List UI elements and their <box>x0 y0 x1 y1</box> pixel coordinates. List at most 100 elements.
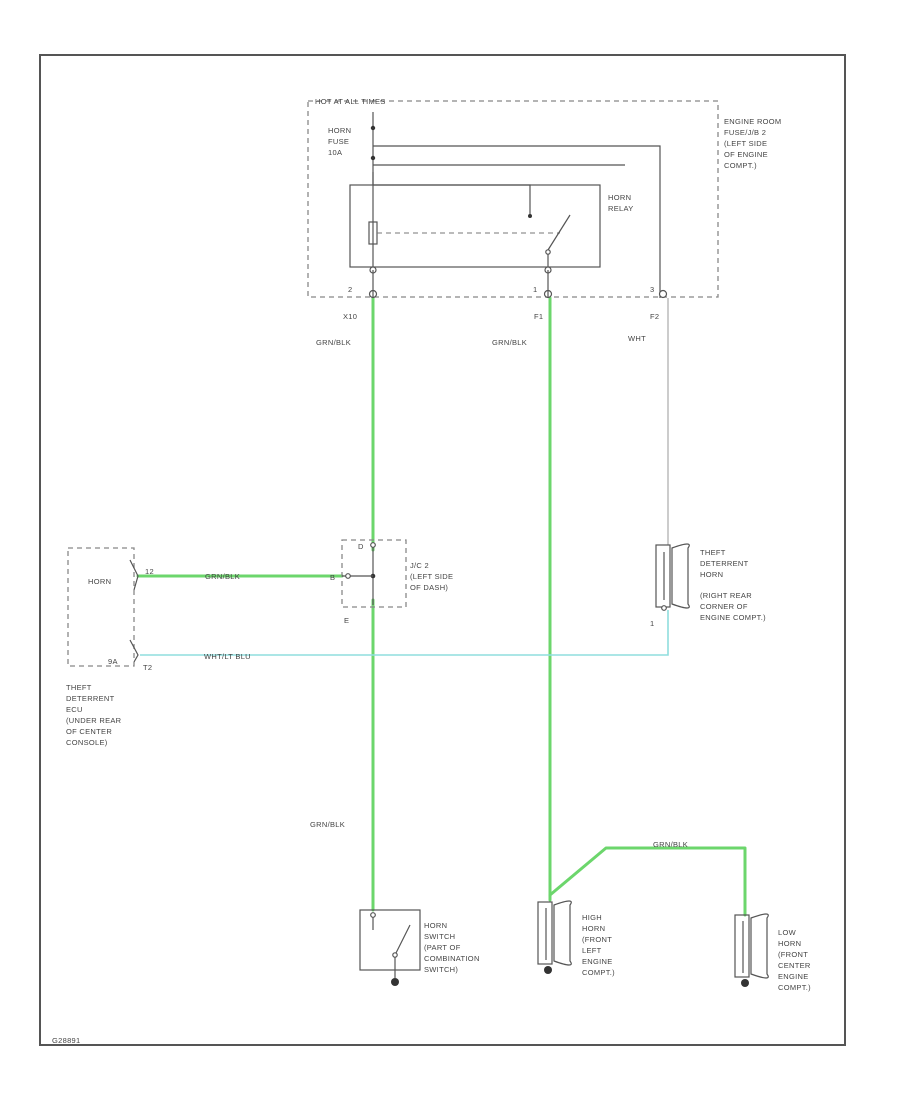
jc-pin-bottom-label: E <box>344 616 349 625</box>
low-horn-label-line: HORN <box>778 939 801 948</box>
theft-horn-pin <box>661 605 667 611</box>
wires <box>136 296 747 917</box>
wire-label-w2: GRN/BLK <box>492 338 527 347</box>
relay-label-line: HORN <box>608 193 631 202</box>
fuse-box-location-line: ENGINE ROOM <box>724 117 781 126</box>
wire-label-w7: GRN/BLK <box>653 840 688 849</box>
wire-label-w5: WHT/LT BLU <box>204 652 251 661</box>
high-horn-label-line: ENGINE <box>582 957 613 966</box>
fuse-box-location-line: FUSE/J/B 2 <box>724 128 766 137</box>
high-horn-label-line: (FRONT <box>582 935 612 944</box>
terminal-f1: F1 <box>534 312 543 321</box>
theft-horn-body <box>655 544 671 608</box>
low-horn-label-line: (FRONT <box>778 950 808 959</box>
low-horn-ground <box>741 979 749 987</box>
pin-right: 3 <box>650 285 654 294</box>
horn-switch-contact <box>392 952 398 958</box>
jc-pin-left-label: B <box>330 573 335 582</box>
ecu-pin-bottom-lead <box>129 639 139 663</box>
fuse-box-outline <box>307 100 719 298</box>
fuse-label-line: FUSE <box>328 137 349 146</box>
wire-high-low-horn <box>548 846 747 917</box>
fuse-box-location-line: (LEFT SIDE <box>724 139 767 148</box>
relay-switch-arm <box>547 214 571 251</box>
high-horn-label-line: HORN <box>582 924 605 933</box>
junction-connector: D B E J/C 2 (LEFT SIDE OF DASH) <box>330 539 453 625</box>
low-horn-bell <box>750 913 769 979</box>
ecu-pin-top-lead <box>129 559 139 591</box>
theft-horn-bell <box>671 543 690 609</box>
fuse-label-line: 10A <box>328 148 342 157</box>
fuse-bus-f2 <box>373 145 661 298</box>
low-horn-label-line: LOW <box>778 928 797 937</box>
high-horn-ground <box>544 966 552 974</box>
high-horn-body <box>537 901 553 965</box>
horn-switch-input <box>370 912 376 918</box>
ecu-pin-top: 12 <box>145 567 154 576</box>
horn-relay: HORN RELAY <box>349 184 634 274</box>
theft-deterrent-ecu: HORN 12 9A T2 THEFT DETERRENT ECU (UNDER… <box>66 547 154 747</box>
ecu-label-line: OF CENTER <box>66 727 112 736</box>
wire-label-w1: GRN/BLK <box>316 338 351 347</box>
jc-label-line: J/C 2 <box>410 561 429 570</box>
theft-deterrent-horn: 1 THEFT DETERRENT HORN (RIGHT REAR CORNE… <box>650 543 766 628</box>
ecu-label-line: (UNDER REAR <box>66 716 122 725</box>
jc-label-line: (LEFT SIDE <box>410 572 453 581</box>
relay-label-line: RELAY <box>608 204 634 213</box>
figure-id: G28891 <box>52 1036 81 1045</box>
ecu-label-line: DETERRENT <box>66 694 115 703</box>
low-horn: LOW HORN (FRONT CENTER ENGINE COMPT.) <box>734 913 811 992</box>
jc-pin-left <box>345 573 351 579</box>
low-horn-label-line: ENGINE <box>778 972 809 981</box>
horn-switch-label-line: COMBINATION <box>424 954 480 963</box>
pin-left: 2 <box>348 285 352 294</box>
high-horn-label-line: COMPT.) <box>582 968 615 977</box>
theft-horn-label-line: THEFT <box>700 548 726 557</box>
high-horn-bell <box>553 900 572 966</box>
wire-label-w3: WHT <box>628 334 646 343</box>
ecu-terminal: T2 <box>143 663 152 672</box>
horn-switch-label-line: HORN <box>424 921 447 930</box>
high-horn-label-line: LEFT <box>582 946 602 955</box>
theft-horn-label-line: (RIGHT REAR <box>700 591 752 600</box>
fuse-box-location-line: OF ENGINE <box>724 150 768 159</box>
jc-pin-top <box>370 542 376 548</box>
horn-switch-label-line: SWITCH) <box>424 965 458 974</box>
jc-pin-top-label: D <box>358 542 364 551</box>
theft-horn-pin-label: 1 <box>650 619 654 628</box>
fuse-label-line: HORN <box>328 126 351 135</box>
fuse-box-title: HOT AT ALL TIMES <box>315 97 386 106</box>
horn-switch-outline <box>359 909 421 971</box>
terminal-f2: F2 <box>650 312 659 321</box>
jc-outline <box>341 539 407 608</box>
relay-switch-pivot <box>545 249 551 255</box>
ecu-label-line: ECU <box>66 705 83 714</box>
horn-switch-ground <box>391 978 399 986</box>
ecu-pin-bottom: 9A <box>108 657 118 666</box>
high-horn-label-line: HIGH <box>582 913 602 922</box>
diagram-frame <box>39 54 846 1046</box>
wire-label-w6: GRN/BLK <box>310 820 345 829</box>
theft-horn-label-line: DETERRENT <box>700 559 749 568</box>
horn-fuse: HORN FUSE 10A <box>328 112 376 185</box>
theft-horn-label-line: ENGINE COMPT.) <box>700 613 766 622</box>
pin-middle: 1 <box>533 285 537 294</box>
high-horn: HIGH HORN (FRONT LEFT ENGINE COMPT.) <box>537 900 615 977</box>
horn-switch-arm <box>394 924 411 956</box>
box-terminal-f2 <box>658 289 668 299</box>
theft-horn-label-line: CORNER OF <box>700 602 748 611</box>
horn-switch: HORN SWITCH (PART OF COMBINATION SWITCH) <box>359 909 480 986</box>
ecu-outline <box>67 547 135 667</box>
ecu-inner-label: HORN <box>88 577 111 586</box>
fuse-terminal-bottom <box>370 155 376 161</box>
terminal-x10: X10 <box>343 312 357 321</box>
low-horn-label-line: CENTER <box>778 961 811 970</box>
relay-contact-feed <box>373 184 531 215</box>
low-horn-body <box>734 914 750 978</box>
fuse-terminal-top <box>370 125 376 131</box>
fuse-box-location-line: COMPT.) <box>724 161 757 170</box>
wire-ecu-theft-horn <box>140 610 669 656</box>
fuse-box-location: ENGINE ROOM FUSE/J/B 2 (LEFT SIDE OF ENG… <box>724 117 781 170</box>
ecu-label-line: THEFT <box>66 683 92 692</box>
